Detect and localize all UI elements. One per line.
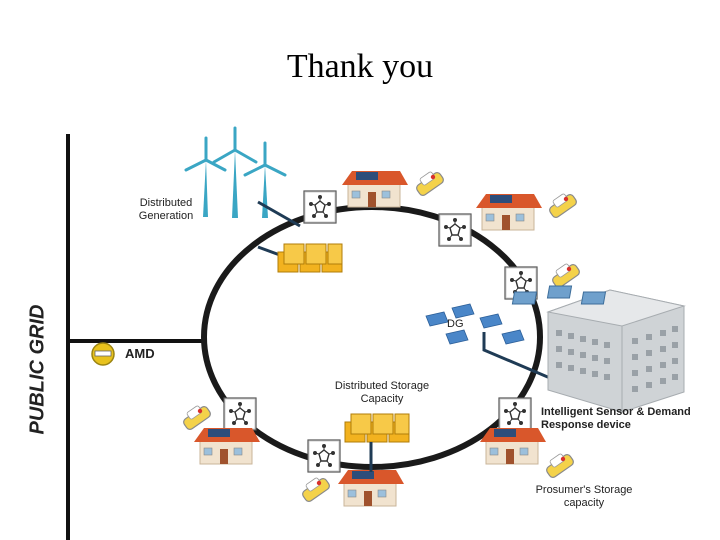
wind-turbine-icon (184, 126, 287, 218)
battery-bank-top (277, 243, 343, 273)
dg-connector (482, 332, 551, 380)
house-icon (193, 427, 261, 465)
distributed-generation-label: Distributed Generation (138, 197, 194, 222)
storage-device-icon (547, 192, 579, 220)
prosumer-storage-label: Prosumer's Storage capacity (535, 484, 633, 509)
sensor-node-icon (303, 190, 337, 224)
storage-device-icon (544, 452, 576, 480)
storage-device-icon (550, 262, 582, 290)
sensor-node-icon (438, 213, 472, 247)
storage-device-icon (414, 170, 446, 198)
public-grid-label: PUBLIC GRID (26, 304, 49, 435)
amd-label: AMD (125, 346, 155, 361)
storage-device-icon (181, 404, 213, 432)
house-icon (341, 170, 409, 208)
distributed-storage-label: Distributed Storage Capacity (334, 380, 430, 405)
sensor-node-icon (307, 439, 341, 473)
house-icon (337, 469, 405, 507)
amd-meter-icon (91, 342, 115, 366)
solar-panel-icon (425, 303, 525, 345)
storage-device-icon (300, 476, 332, 504)
dg-label: DG (447, 318, 464, 330)
house-icon (475, 193, 543, 231)
turbine-connector (257, 200, 301, 228)
building-icon (511, 285, 686, 413)
house-icon (479, 427, 547, 465)
slide-title: Thank you (286, 48, 434, 85)
sensor-label: Intelligent Sensor & Demand Response dev… (541, 406, 691, 431)
battery-bank-bottom (344, 413, 410, 443)
sensor-node-icon (498, 397, 532, 431)
sensor-node-icon (223, 397, 257, 431)
